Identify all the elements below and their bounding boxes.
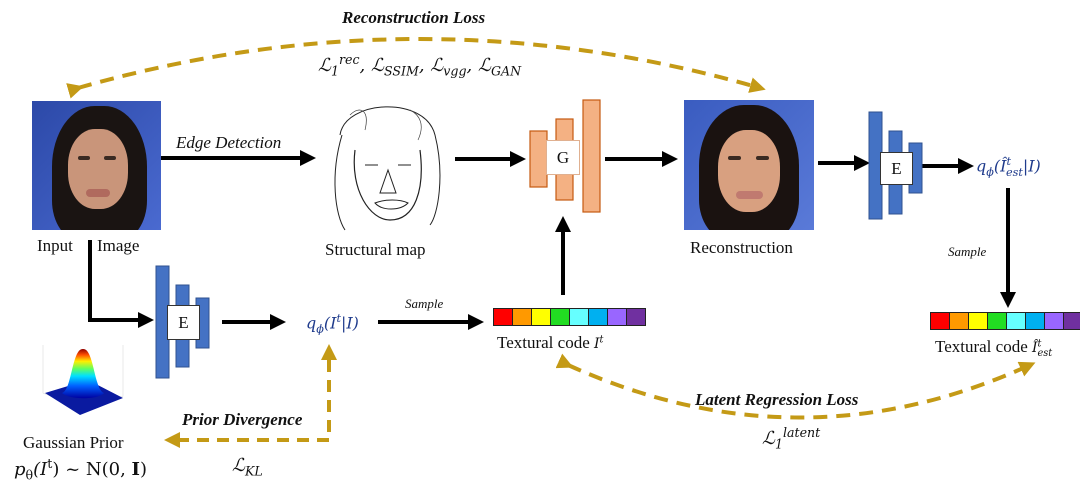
p-text: ) [139, 459, 147, 480]
sample-right-label: Sample [948, 244, 987, 259]
generator-label: G [546, 140, 580, 175]
code-cell [494, 309, 513, 325]
q-sup: t [336, 312, 341, 325]
loss-sub: 1 [330, 63, 339, 79]
code-symbol: I [594, 336, 600, 352]
q-symbol: q [976, 156, 987, 176]
q-text: (I [323, 313, 337, 333]
input-image [32, 101, 161, 230]
textural-code-text: Textural code [497, 333, 590, 352]
reconstruction-loss-formula: ℒ1rec, ℒSSIM, ℒvgg, ℒGAN [318, 52, 521, 79]
loss-symbol: , ℒ [418, 55, 444, 76]
loss-symbol: ℒ [318, 55, 331, 76]
code-cell [931, 313, 950, 329]
code-cell [608, 309, 627, 325]
loss-sub: GAN [490, 63, 522, 79]
code-cell [950, 313, 969, 329]
sample-bottom-label: Sample [405, 296, 444, 311]
input-label-left: Input [37, 236, 73, 255]
p-sup: t [47, 456, 53, 471]
code-cell [532, 309, 551, 325]
q-sub: ϕ [986, 165, 994, 179]
p-text: ) ~ N(0, [52, 459, 132, 480]
q-right-formula: qϕ(Îtest|I) [976, 155, 1041, 179]
prior-divergence-path [164, 360, 331, 448]
reconstruction-image [684, 100, 814, 230]
loss-symbol: , ℒ [466, 55, 491, 76]
reconstruction-loss-label: Reconstruction Loss [342, 8, 486, 27]
q-symbol: q [306, 313, 317, 333]
reconstruction-loss-arc [66, 37, 766, 99]
q-bottom-formula: qϕ(It|I) [306, 312, 359, 336]
code-sup: t [599, 334, 604, 346]
loss-symbol: ℒ [232, 455, 245, 476]
code-cell [1026, 313, 1045, 329]
structural-map-sketch [334, 106, 441, 231]
loss-sub: 1 [774, 436, 783, 452]
arrow-input-to-e [88, 240, 154, 328]
loss-sub: SSIM [383, 63, 419, 79]
code-cell [570, 309, 589, 325]
encoder-right-label: E [880, 152, 913, 185]
structural-map-label: Structural map [325, 240, 426, 259]
textural-code-right-label: Textural code Îtest [935, 337, 1052, 359]
textural-code-bottom-label: Textural code It [497, 333, 603, 353]
input-label-right: Image [97, 236, 140, 255]
code-cell [1045, 313, 1064, 329]
textural-code-text: Textural code [935, 337, 1028, 356]
code-symbol: Î [1032, 340, 1038, 356]
latent-loss-arc [555, 353, 1036, 420]
gaussian-prior-formula: pθ(It) ~ N(0, I) [14, 456, 147, 483]
p-sub: θ [25, 467, 34, 483]
gaussian-prior-plot [42, 345, 124, 415]
code-cell [1007, 313, 1026, 329]
code-cell [513, 309, 532, 325]
q-text: |I) [1022, 156, 1041, 176]
code-cell [1064, 313, 1080, 329]
q-sup: t [1006, 155, 1011, 168]
loss-sub: KL [244, 463, 263, 479]
p-symbol: p [14, 459, 26, 480]
p-text: (I [33, 459, 48, 480]
code-cell [969, 313, 988, 329]
q-text: |I) [340, 313, 359, 333]
encoder-bottom-label: E [167, 305, 200, 340]
gaussian-prior-label: Gaussian Prior [23, 433, 124, 452]
code-cell [551, 309, 570, 325]
code-cell [627, 309, 645, 325]
q-sub: ϕ [316, 322, 324, 336]
latent-loss-formula: ℒ1latent [762, 425, 820, 452]
loss-symbol: ℒ [762, 428, 775, 449]
identity-symbol: I [131, 459, 140, 480]
code-sup: t [1037, 338, 1042, 350]
kl-loss-formula: ℒKL [232, 455, 263, 479]
reconstruction-label: Reconstruction [690, 238, 793, 257]
loss-sub: vgg [443, 63, 467, 79]
code-cell [988, 313, 1007, 329]
code-cell [589, 309, 608, 325]
prior-divergence-label: Prior Divergence [182, 410, 303, 429]
loss-symbol: , ℒ [359, 55, 384, 76]
textural-code-right [930, 312, 1080, 330]
q-text: (Î [993, 156, 1007, 176]
loss-sup: rec [338, 52, 360, 67]
loss-sup: latent [782, 425, 821, 440]
latent-regression-loss-label: Latent Regression Loss [695, 390, 859, 409]
code-sub: est [1037, 347, 1053, 359]
q-sub: est [1005, 165, 1023, 179]
edge-detection-label: Edge Detection [176, 133, 282, 152]
textural-code-bottom [493, 308, 646, 326]
